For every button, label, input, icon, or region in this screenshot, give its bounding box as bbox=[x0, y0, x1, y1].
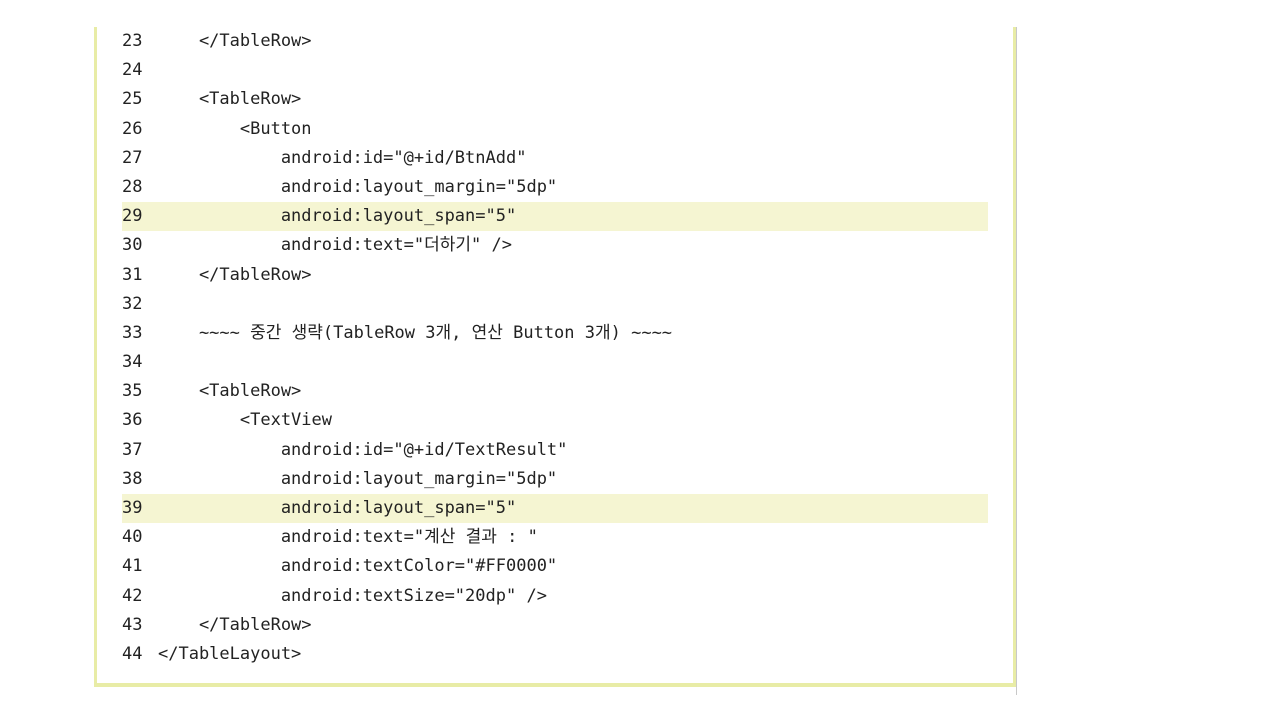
line-number: 34 bbox=[122, 352, 143, 373]
code-text: android:layout_span="5" bbox=[158, 498, 517, 518]
code-text: <TextView bbox=[158, 410, 332, 431]
code-line: 40 android:text="계산 결과 : " bbox=[122, 523, 988, 552]
line-number: 44 bbox=[122, 643, 143, 664]
code-line: 26 <Button bbox=[122, 115, 988, 144]
line-number: 41 bbox=[122, 556, 143, 577]
code-text: android:layout_span="5" bbox=[158, 206, 517, 227]
line-number: 28 bbox=[122, 176, 143, 197]
code-line-highlighted: 39 android:layout_span="5" bbox=[122, 494, 988, 524]
code-line: 32 bbox=[122, 290, 988, 319]
code-text: android:layout_margin="5dp" bbox=[158, 468, 558, 489]
code-text: </TableRow> bbox=[158, 31, 312, 51]
code-text: android:layout_margin="5dp" bbox=[158, 176, 558, 197]
line-number: 36 bbox=[122, 410, 143, 431]
line-number: 31 bbox=[122, 264, 143, 285]
line-number: 26 bbox=[122, 118, 143, 139]
code-line: 35 <TableRow> bbox=[122, 377, 988, 406]
code-line: 36 <TextView bbox=[122, 406, 988, 435]
code-line: 42 android:textSize="20dp" /> bbox=[122, 582, 988, 611]
code-text: </TableRow> bbox=[158, 614, 312, 635]
code-line: 38 android:layout_margin="5dp" bbox=[122, 465, 988, 494]
code-line: 24 bbox=[122, 56, 988, 85]
line-number: 27 bbox=[122, 147, 143, 168]
code-line: 33 ~~~~ 중간 생략(TableRow 3개, 연산 Button 3개)… bbox=[122, 319, 988, 348]
line-number: 43 bbox=[122, 614, 143, 635]
code-text: android:id="@+id/TextResult" bbox=[158, 439, 568, 460]
code-line: 37 android:id="@+id/TextResult" bbox=[122, 436, 988, 465]
line-number: 35 bbox=[122, 381, 143, 402]
code-text: android:text="계산 결과 : " bbox=[158, 527, 538, 548]
code-line-highlighted: 29 android:layout_span="5" bbox=[122, 202, 988, 232]
line-number: 40 bbox=[122, 527, 143, 548]
code-text: </TableRow> bbox=[158, 264, 312, 285]
code-line: 41 android:textColor="#FF0000" bbox=[122, 552, 988, 581]
code-line: 44 </TableLayout> bbox=[122, 640, 988, 669]
code-text: <TableRow> bbox=[158, 89, 302, 110]
code-text: ~~~~ 중간 생략(TableRow 3개, 연산 Button 3개) ~~… bbox=[158, 322, 673, 343]
code-line: 27 android:id="@+id/BtnAdd" bbox=[122, 144, 988, 173]
code-text: <Button bbox=[158, 118, 312, 139]
line-number: 37 bbox=[122, 439, 143, 460]
code-text: android:textSize="20dp" /> bbox=[158, 585, 547, 606]
code-line: 30 android:text="더하기" /> bbox=[122, 231, 988, 260]
code-text: android:id="@+id/BtnAdd" bbox=[158, 147, 527, 168]
code-panel bbox=[94, 27, 1016, 687]
code-line: 23 </TableRow> bbox=[122, 27, 988, 56]
code-line: 43 </TableRow> bbox=[122, 611, 988, 640]
panel-right-rule bbox=[1016, 27, 1017, 695]
code-text: android:text="더하기" /> bbox=[158, 235, 512, 256]
code-text: android:textColor="#FF0000" bbox=[158, 556, 558, 577]
code-text: </TableLayout> bbox=[158, 643, 302, 664]
line-number: 24 bbox=[122, 60, 143, 81]
line-number: 39 bbox=[122, 498, 143, 518]
line-number: 38 bbox=[122, 468, 143, 489]
line-number: 25 bbox=[122, 89, 143, 110]
line-number: 33 bbox=[122, 322, 143, 343]
line-number: 23 bbox=[122, 31, 143, 51]
line-number: 32 bbox=[122, 293, 143, 314]
line-number: 29 bbox=[122, 206, 143, 227]
code-text: <TableRow> bbox=[158, 381, 302, 402]
code-line: 34 bbox=[122, 348, 988, 377]
line-number: 42 bbox=[122, 585, 143, 606]
code-line: 31 </TableRow> bbox=[122, 261, 988, 290]
code-line: 25 <TableRow> bbox=[122, 85, 988, 114]
line-number: 30 bbox=[122, 235, 143, 256]
code-line: 28 android:layout_margin="5dp" bbox=[122, 173, 988, 202]
